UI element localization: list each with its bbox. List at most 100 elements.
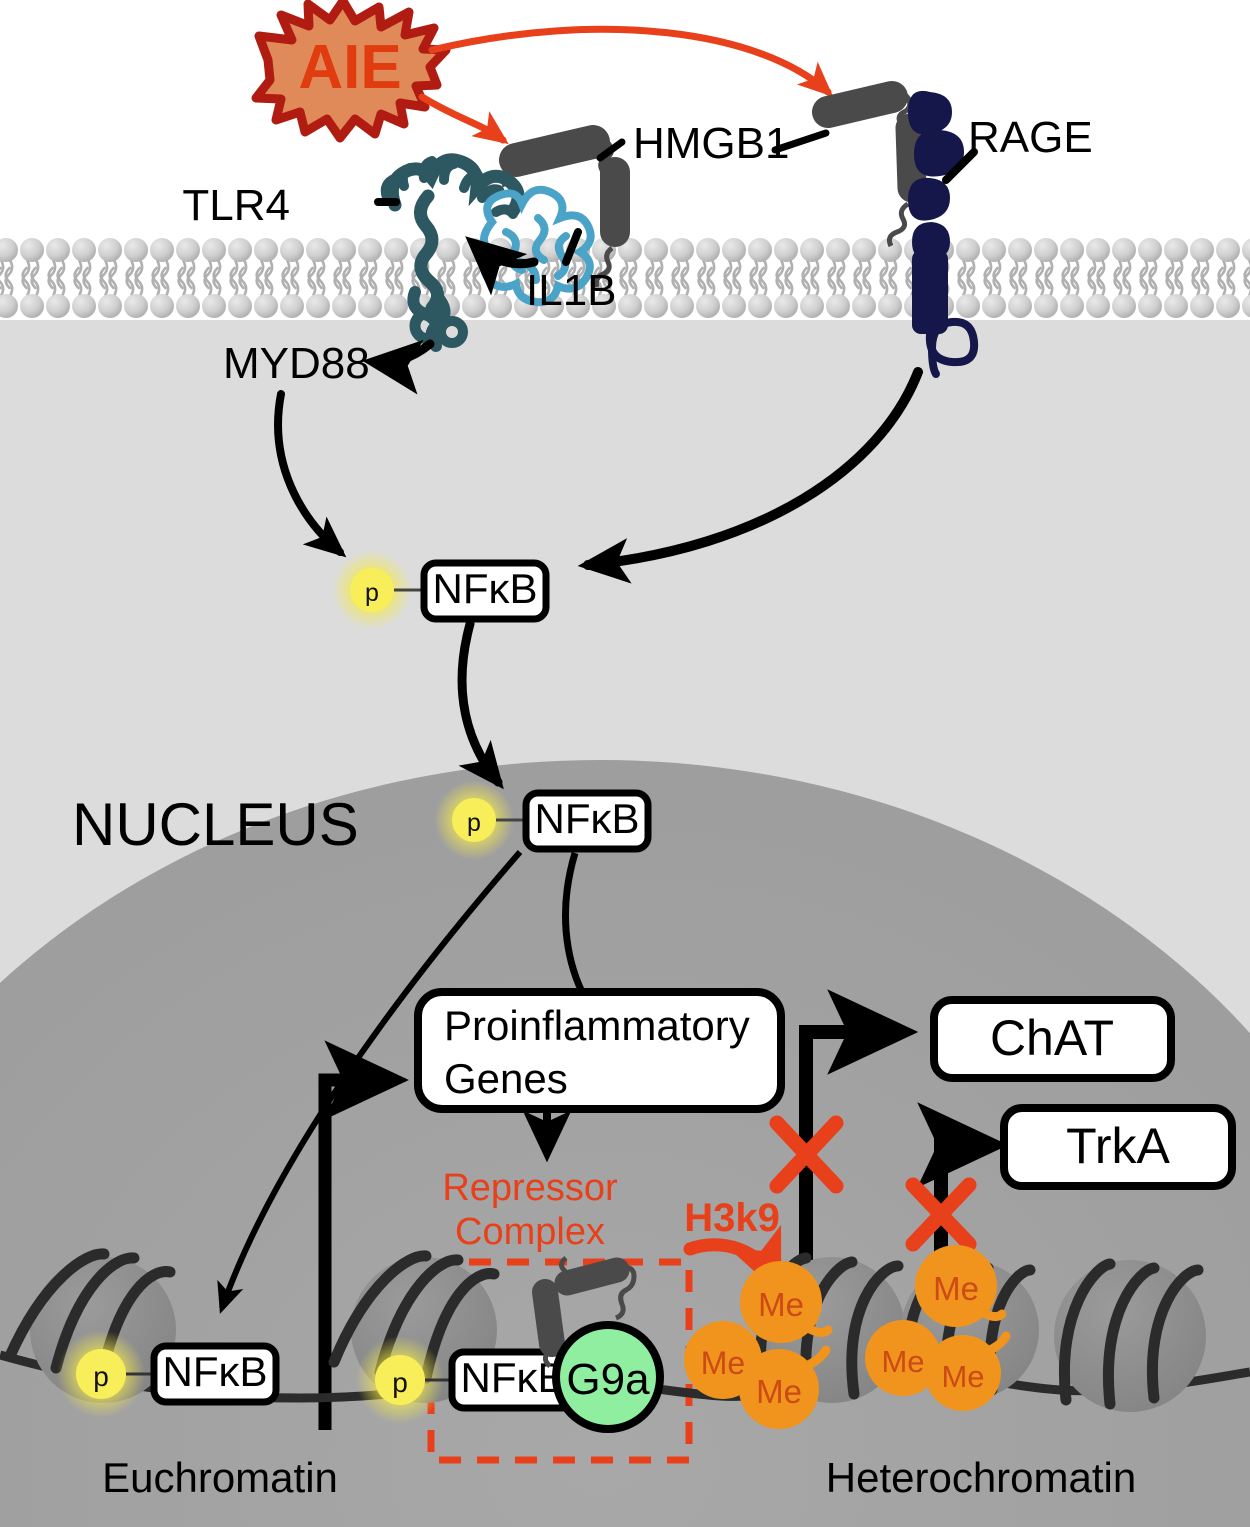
membrane-tail-icon bbox=[723, 259, 733, 290]
membrane-head-icon bbox=[1164, 238, 1188, 262]
membrane-head-icon bbox=[644, 238, 668, 262]
membrane-tail-icon bbox=[697, 259, 707, 290]
membrane-head-icon bbox=[566, 294, 590, 318]
membrane-head-icon bbox=[1138, 294, 1162, 318]
membrane-tail-icon bbox=[56, 266, 66, 297]
membrane-tail-icon bbox=[619, 266, 629, 297]
membrane-head-icon bbox=[306, 238, 330, 262]
trka-blocked-x-icon bbox=[905, 1177, 977, 1252]
membrane-tail-icon bbox=[1174, 266, 1184, 297]
membrane-tail-icon bbox=[1044, 259, 1054, 290]
membrane-tail-icon bbox=[836, 259, 846, 290]
trka-box[interactable]: TrkA bbox=[1000, 1104, 1236, 1190]
corepressor-helix-molecule bbox=[532, 1256, 637, 1368]
chat-label: ChAT bbox=[990, 1010, 1114, 1066]
phosphate-label: p bbox=[392, 1367, 408, 1398]
membrane-head-icon bbox=[0, 294, 18, 318]
membrane-tail-icon bbox=[827, 259, 837, 290]
membrane-head-icon bbox=[228, 238, 252, 262]
membrane-tail-icon bbox=[1217, 266, 1227, 297]
membrane-tail-icon bbox=[160, 259, 170, 290]
membrane-tail-icon bbox=[957, 259, 967, 290]
membrane-tail-icon bbox=[749, 266, 759, 297]
membrane-head-icon bbox=[774, 238, 798, 262]
membrane-tail-icon bbox=[368, 266, 378, 297]
nfkb-translocation-arrow bbox=[457, 619, 504, 790]
phosphate-circle bbox=[375, 1355, 425, 1405]
phosphate-circle bbox=[452, 798, 496, 842]
membrane-tail-icon bbox=[21, 266, 31, 297]
membrane-head-icon bbox=[20, 294, 44, 318]
g9a-enzyme[interactable]: G9a bbox=[552, 1321, 664, 1433]
aie-label: AIE bbox=[298, 33, 401, 102]
membrane-head-icon bbox=[462, 294, 486, 318]
il1b-leader bbox=[562, 228, 582, 266]
svg-text:Me: Me bbox=[758, 1286, 804, 1323]
membrane-head-icon bbox=[722, 238, 746, 262]
membrane-tail-icon bbox=[47, 266, 57, 297]
membrane-head-icon bbox=[982, 294, 1006, 318]
rage-receptor[interactable] bbox=[908, 90, 979, 378]
membrane-head-icon bbox=[46, 238, 70, 262]
membrane-tail-icon bbox=[1061, 259, 1071, 290]
membrane-tail-icon bbox=[810, 266, 820, 297]
membrane-tail-icon bbox=[359, 259, 369, 290]
aie-stimulus[interactable]: AIE bbox=[251, 0, 451, 143]
membrane-head-icon bbox=[1086, 294, 1110, 318]
membrane-head-icon bbox=[176, 238, 200, 262]
membrane-tail-icon bbox=[333, 266, 343, 297]
nfkb-euchromatin-node[interactable]: p NFκB bbox=[57, 1330, 280, 1418]
membrane-head-icon bbox=[384, 294, 408, 318]
membrane-tail-icon bbox=[151, 259, 161, 290]
nfkb-cytoplasm-node[interactable]: p NFκB bbox=[332, 550, 550, 630]
membrane-tail-icon bbox=[775, 266, 785, 297]
membrane-tail-icon bbox=[992, 266, 1002, 297]
membrane-tail-icon bbox=[853, 266, 863, 297]
membrane-tail-icon bbox=[1226, 259, 1236, 290]
membrane-tail-icon bbox=[0, 266, 5, 297]
membrane-tail-icon bbox=[1191, 266, 1201, 297]
membrane-tail-icon bbox=[732, 259, 742, 290]
membrane-tail-icon bbox=[1018, 259, 1028, 290]
myd88-label: MYD88 bbox=[223, 339, 370, 388]
membrane-tail-icon bbox=[30, 266, 40, 297]
tlr4-receptor[interactable] bbox=[380, 153, 525, 352]
membrane-head-icon bbox=[800, 238, 824, 262]
membrane-tail-icon bbox=[1070, 266, 1080, 297]
phosphate-circle bbox=[350, 568, 394, 612]
methyl-mark: Me bbox=[740, 1261, 833, 1343]
nfkb-repressor-node[interactable]: p NFκB bbox=[356, 1336, 578, 1424]
membrane-head-icon bbox=[1242, 294, 1250, 318]
membrane-head-icon bbox=[670, 294, 694, 318]
membrane-tail-icon bbox=[888, 259, 898, 290]
membrane-tail-icon bbox=[342, 266, 352, 297]
membrane-tail-icon bbox=[307, 259, 317, 290]
membrane-tail-icon bbox=[229, 259, 239, 290]
nfkb-box bbox=[522, 789, 652, 853]
proinflammatory-genes-box[interactable]: Proinflammatory Genes bbox=[414, 988, 785, 1113]
svg-text:Me: Me bbox=[881, 1344, 924, 1379]
hmgb1-left-molecule[interactable] bbox=[499, 125, 630, 288]
phosphate-circle bbox=[76, 1349, 126, 1399]
membrane-tail-icon bbox=[333, 259, 343, 290]
chat-box[interactable]: ChAT bbox=[930, 996, 1175, 1082]
membrane-head-icon bbox=[696, 238, 720, 262]
nfkb-nucleus-node[interactable]: p NFκB bbox=[434, 780, 652, 860]
membrane-tail-icon bbox=[1087, 259, 1097, 290]
proinflammatory-genes-line1: Proinflammatory bbox=[444, 1002, 750, 1049]
membrane-head-icon bbox=[644, 294, 668, 318]
membrane-tail-icon bbox=[827, 266, 837, 297]
rage-label: RAGE bbox=[968, 113, 1093, 162]
membrane-tail-icon bbox=[1139, 266, 1149, 297]
membrane-tail-icon bbox=[1009, 259, 1019, 290]
membrane-tail-icon bbox=[151, 266, 161, 297]
membrane-head-icon bbox=[826, 294, 850, 318]
membrane-tail-icon bbox=[862, 259, 872, 290]
hmgb1-label: HMGB1 bbox=[633, 119, 789, 168]
membrane-tail-icon bbox=[1113, 266, 1123, 297]
membrane-tail-icon bbox=[1148, 259, 1158, 290]
membrane-head-icon bbox=[748, 238, 772, 262]
membrane-head-icon bbox=[1112, 294, 1136, 318]
membrane-head-icon bbox=[618, 294, 642, 318]
